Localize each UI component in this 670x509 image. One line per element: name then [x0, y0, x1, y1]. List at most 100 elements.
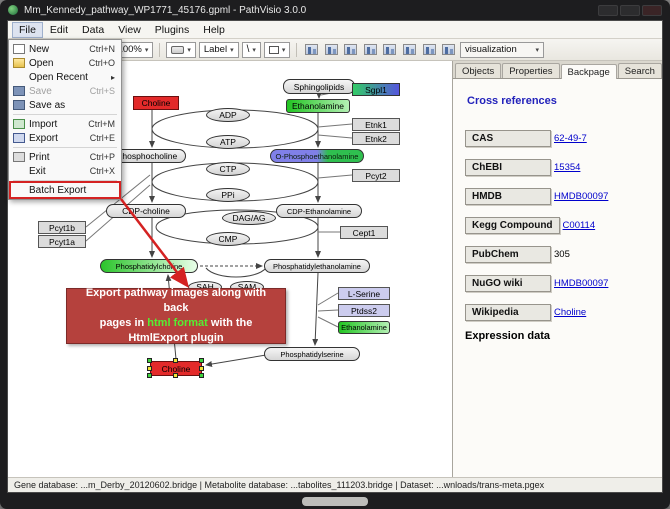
- pathway-node-etnk1[interactable]: Etnk1: [352, 118, 400, 131]
- align-bottom-button[interactable]: [401, 42, 418, 58]
- pathway-node-ppi[interactable]: PPi: [206, 188, 250, 202]
- pathway-node-adp[interactable]: ADP: [206, 108, 250, 122]
- selection-handle[interactable]: [147, 365, 152, 371]
- status-bar: Gene database: ...m_Derby_20120602.bridg…: [8, 477, 662, 492]
- tab-properties[interactable]: Properties: [502, 63, 560, 78]
- pathway-node-phosphatidylserine[interactable]: Phosphatidylserine: [264, 347, 360, 361]
- pathway-node-phosphatidylcholine[interactable]: Phosphatidylcholine: [100, 259, 198, 273]
- pathway-node-dag[interactable]: DAG/AG: [222, 211, 276, 225]
- menu-item-shortcut: Ctrl+P: [89, 152, 115, 162]
- menu-item-shortcut: Ctrl+O: [88, 58, 115, 68]
- align-top-button[interactable]: [362, 42, 379, 58]
- pathway-node-ethanolamine-top[interactable]: Ethanolamine: [286, 99, 350, 113]
- menu-file[interactable]: File: [12, 21, 43, 38]
- selection-handle[interactable]: [173, 358, 178, 363]
- status-text: Gene database: ...m_Derby_20120602.bridg…: [14, 480, 545, 490]
- menu-view[interactable]: View: [118, 23, 141, 36]
- pathway-node-atp[interactable]: ATP: [206, 135, 250, 149]
- same-width-button[interactable]: [421, 42, 438, 58]
- menu-help[interactable]: Help: [203, 23, 225, 36]
- menu-edit[interactable]: Edit: [49, 23, 69, 36]
- export-icon: [13, 133, 25, 143]
- xref-source-name: NuGO wiki: [465, 275, 551, 292]
- pathway-node-pcyt2[interactable]: Pcyt2: [352, 169, 400, 182]
- align-center-button[interactable]: [323, 42, 340, 58]
- pathway-node-etnk2[interactable]: Etnk2: [352, 132, 400, 145]
- file-menu-item-batch-export[interactable]: Batch Export: [9, 181, 121, 199]
- xref-link-nugo-wiki[interactable]: HMDB00097: [554, 278, 609, 289]
- xref-link-kegg-compound[interactable]: C00114: [562, 220, 596, 231]
- tab-objects[interactable]: Objects: [455, 63, 502, 78]
- menu-plugins[interactable]: Plugins: [154, 23, 190, 36]
- menu-data[interactable]: Data: [82, 23, 105, 36]
- xref-link-hmdb[interactable]: HMDB00097: [554, 191, 609, 202]
- line-tool-combo[interactable]: \▾: [241, 41, 261, 58]
- align-right-button[interactable]: [342, 42, 359, 58]
- pathway-node-o-phosphoethanolamine[interactable]: O-Phosphoethanolamine: [270, 149, 364, 163]
- zoom-combo[interactable]: 100%▾: [112, 41, 154, 58]
- tab-search[interactable]: Search: [617, 63, 662, 78]
- pathway-node-choline-top[interactable]: Choline: [133, 96, 179, 110]
- titlebar: Mm_Kennedy_pathway_WP1771_45176.gpml - P…: [0, 0, 670, 20]
- pathway-node-cdp-ethanolamine[interactable]: CDP-Ethanolamine: [276, 204, 362, 218]
- tab-backpage[interactable]: Backpage: [560, 64, 617, 79]
- menu-separator: [13, 180, 117, 181]
- pathway-node-cdp-choline[interactable]: CDP-choline: [106, 204, 186, 218]
- file-menu-item-save-as[interactable]: Save as: [11, 98, 119, 112]
- xref-link-wikipedia[interactable]: Choline: [554, 307, 587, 318]
- same-height-button[interactable]: [440, 42, 457, 58]
- menu-item-shortcut: Ctrl+X: [89, 166, 115, 176]
- pathway-node-pcyt1a[interactable]: Pcyt1a: [38, 235, 86, 248]
- selection-handle[interactable]: [199, 365, 204, 371]
- pathway-node-pcyt1b[interactable]: Pcyt1b: [38, 221, 86, 234]
- visualization-combo[interactable]: visualization▾: [460, 41, 544, 58]
- datanode-type-combo[interactable]: ▾: [166, 41, 196, 58]
- align-center-icon: [324, 44, 338, 55]
- align-left-button[interactable]: [303, 42, 320, 58]
- selection-handle[interactable]: [199, 358, 204, 363]
- xref-source-name: PubChem: [465, 246, 551, 263]
- shape-tool-combo[interactable]: ▾: [263, 41, 291, 58]
- xref-source-name: Wikipedia: [465, 304, 551, 321]
- window-frame-notch: [302, 497, 368, 506]
- pathway-node-ptdss2[interactable]: Ptdss2: [338, 304, 390, 317]
- chevron-down-icon: ▾: [187, 46, 191, 54]
- menu-item-label: Print: [29, 151, 50, 163]
- pathway-node-ctp[interactable]: CTP: [206, 162, 250, 176]
- app-icon: [8, 5, 18, 15]
- selection-handle[interactable]: [199, 373, 204, 378]
- pathway-node-l-serine[interactable]: L-Serine: [338, 287, 390, 300]
- label-tool-combo[interactable]: Label▾: [198, 41, 239, 58]
- align-middle-button[interactable]: [382, 42, 399, 58]
- selection-handle[interactable]: [147, 373, 152, 378]
- xref-link-chebi[interactable]: 15354: [554, 162, 581, 173]
- close-button[interactable]: [642, 4, 662, 16]
- file-menu-item-open-recent[interactable]: Open Recent▸: [11, 70, 119, 84]
- saveas-icon: [13, 100, 25, 110]
- pathway-node-sphingolipids[interactable]: Sphingolipids: [283, 79, 355, 94]
- pathway-node-cept1[interactable]: Cept1: [340, 226, 388, 239]
- selection-handle[interactable]: [173, 373, 178, 378]
- file-menu-item-print[interactable]: Print Ctrl+P: [11, 150, 119, 164]
- menu-item-label: Export: [29, 132, 58, 144]
- minimize-button[interactable]: [598, 4, 618, 16]
- xref-link-cas[interactable]: 62-49-7: [554, 133, 587, 144]
- maximize-button[interactable]: [620, 4, 640, 16]
- selection-handle[interactable]: [147, 358, 152, 363]
- same-width-icon: [422, 44, 436, 55]
- pathway-node-sgpl1[interactable]: Sgpl1: [352, 83, 400, 96]
- pathway-node-cmp[interactable]: CMP: [206, 232, 250, 246]
- pathway-node-phosphatidylethanolamine[interactable]: Phosphatidylethanolamine: [264, 259, 370, 273]
- pathway-node-ethanolamine-2[interactable]: Ethanolamine: [338, 321, 390, 334]
- menu-item-shortcut: Ctrl+S: [89, 86, 115, 96]
- align-left-icon: [305, 44, 319, 55]
- align-right-icon: [344, 44, 358, 55]
